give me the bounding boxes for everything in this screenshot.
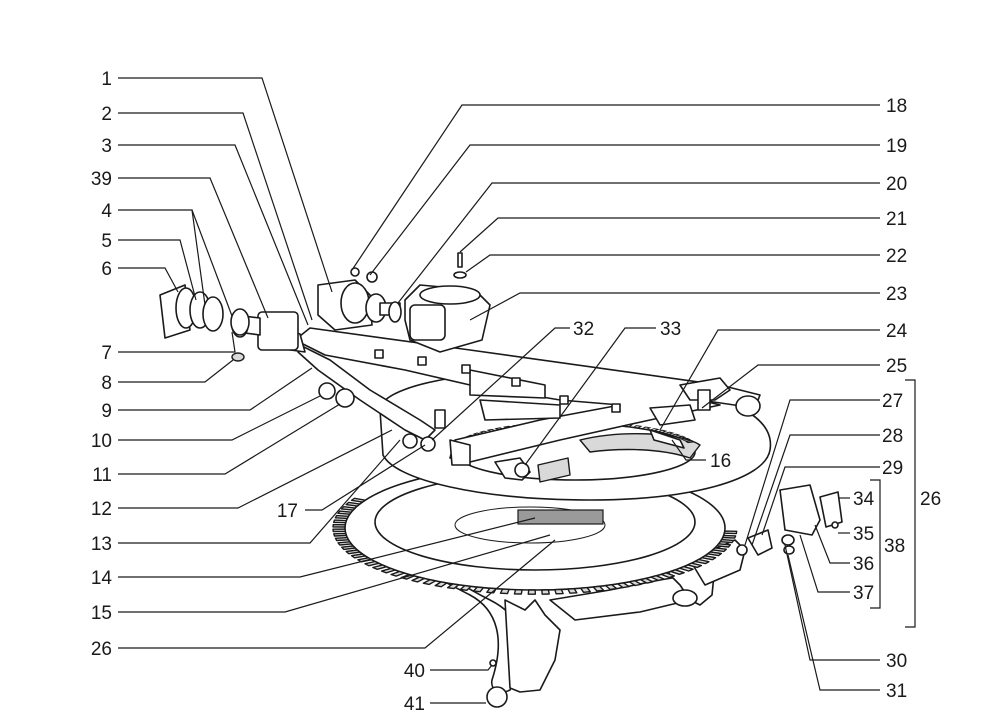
callout-20: 20 (886, 174, 907, 195)
lower-hook-frame (404, 539, 746, 693)
callout-18: 18 (886, 96, 907, 117)
callout-22: 22 (886, 246, 907, 267)
callout-28: 28 (882, 426, 903, 447)
callout-27: 27 (882, 391, 903, 412)
assembly-drawing (159, 252, 843, 708)
callout-2: 2 (101, 104, 112, 125)
callout-11: 11 (92, 465, 112, 486)
callout-36: 36 (853, 554, 874, 575)
callout-26-right: 26 (920, 489, 941, 510)
callout-38: 38 (884, 536, 905, 557)
bearing-stack (159, 284, 250, 362)
callout-24: 24 (886, 321, 908, 342)
main-frame (294, 327, 761, 483)
fasteners-right (494, 389, 761, 481)
callout-31: 31 (886, 681, 907, 702)
callout-16: 16 (710, 451, 731, 472)
callout-32: 32 (573, 319, 594, 340)
callout-8: 8 (101, 373, 112, 394)
callout-13: 13 (91, 534, 112, 555)
callout-15: 15 (91, 603, 112, 624)
callout-41: 41 (404, 694, 425, 715)
motor-gearbox (317, 252, 491, 353)
callout-9: 9 (101, 401, 112, 422)
small-parts-bottom (486, 659, 508, 708)
callout-30: 30 (886, 651, 907, 672)
callout-5: 5 (101, 231, 112, 252)
callout-21: 21 (886, 209, 907, 230)
callout-33: 33 (660, 319, 681, 340)
callout-40: 40 (404, 661, 425, 682)
callout-14: 14 (91, 568, 113, 589)
callout-17: 17 (277, 501, 298, 522)
callout-23: 23 (886, 284, 907, 305)
callout-34: 34 (853, 489, 875, 510)
leader-lines (118, 77, 916, 704)
callout-4: 4 (101, 201, 112, 222)
callout-1: 1 (101, 69, 112, 90)
callout-29: 29 (882, 458, 903, 479)
callout-26-left: 26 (91, 639, 112, 660)
callout-labels: 1 2 3 39 4 5 6 7 8 9 10 11 12 13 14 15 2… (91, 69, 941, 715)
callout-25: 25 (886, 356, 907, 377)
callout-39: 39 (91, 169, 112, 190)
callout-10: 10 (91, 431, 112, 452)
callout-35: 35 (853, 524, 874, 545)
callout-37: 37 (853, 583, 874, 604)
callout-12: 12 (91, 499, 112, 520)
callout-7: 7 (101, 343, 112, 364)
loose-parts (318, 382, 436, 452)
callout-19: 19 (886, 136, 907, 157)
callout-6: 6 (101, 259, 112, 280)
callout-3: 3 (101, 136, 112, 157)
